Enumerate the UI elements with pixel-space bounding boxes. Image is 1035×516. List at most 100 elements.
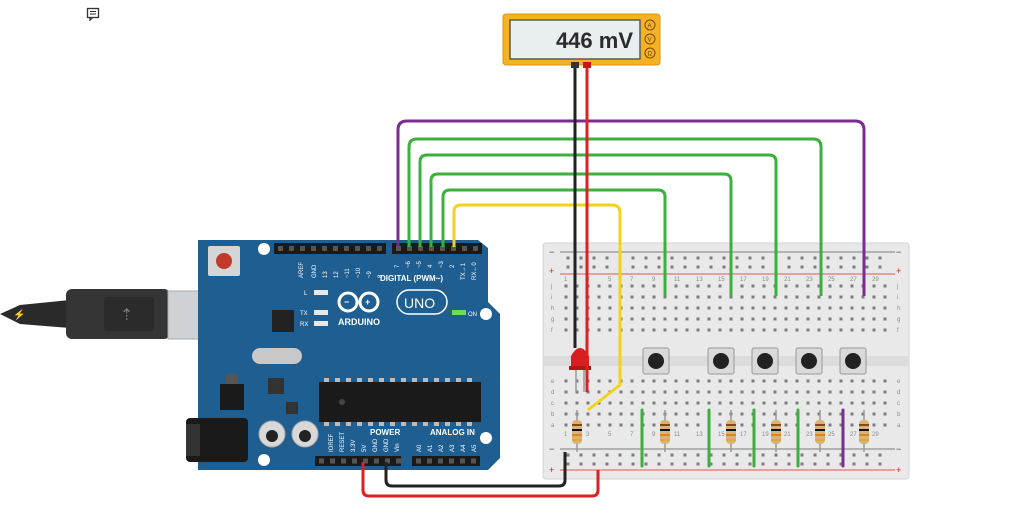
breadboard-hole[interactable] bbox=[762, 423, 766, 427]
rail-hole[interactable] bbox=[787, 453, 791, 457]
breadboard-hole[interactable] bbox=[707, 401, 711, 405]
header-pin[interactable] bbox=[440, 246, 445, 251]
breadboard-hole[interactable] bbox=[663, 317, 667, 321]
rail-hole[interactable] bbox=[800, 462, 804, 466]
rail-hole[interactable] bbox=[865, 256, 869, 260]
rail-hole[interactable] bbox=[865, 265, 869, 269]
breadboard-hole[interactable] bbox=[586, 423, 590, 427]
rail-hole[interactable] bbox=[839, 256, 843, 260]
breadboard-hole[interactable] bbox=[619, 401, 623, 405]
breadboard-hole[interactable] bbox=[564, 328, 568, 332]
header-pin[interactable] bbox=[366, 246, 371, 251]
rail-hole[interactable] bbox=[878, 265, 882, 269]
breadboard-hole[interactable] bbox=[641, 284, 645, 288]
breadboard-hole[interactable] bbox=[751, 295, 755, 299]
rail-hole[interactable] bbox=[696, 462, 700, 466]
rail-hole[interactable] bbox=[774, 462, 778, 466]
breadboard-hole[interactable] bbox=[751, 317, 755, 321]
breadboard-hole[interactable] bbox=[729, 390, 733, 394]
breadboard-hole[interactable] bbox=[861, 379, 865, 383]
breadboard-hole[interactable] bbox=[696, 328, 700, 332]
breadboard-hole[interactable] bbox=[685, 390, 689, 394]
rail-hole[interactable] bbox=[735, 453, 739, 457]
breadboard-hole[interactable] bbox=[795, 328, 799, 332]
breadboard-hole[interactable] bbox=[795, 306, 799, 310]
breadboard-hole[interactable] bbox=[773, 379, 777, 383]
breadboard-hole[interactable] bbox=[817, 295, 821, 299]
breadboard-hole[interactable] bbox=[806, 423, 810, 427]
breadboard-hole[interactable] bbox=[597, 295, 601, 299]
rail-hole[interactable] bbox=[761, 256, 765, 260]
breadboard-hole[interactable] bbox=[795, 295, 799, 299]
header-pin[interactable] bbox=[333, 246, 338, 251]
rail-hole[interactable] bbox=[813, 256, 817, 260]
breadboard-hole[interactable] bbox=[674, 317, 678, 321]
rail-hole[interactable] bbox=[579, 453, 583, 457]
breadboard-hole[interactable] bbox=[630, 390, 634, 394]
rail-hole[interactable] bbox=[748, 462, 752, 466]
breadboard-hole[interactable] bbox=[564, 306, 568, 310]
breadboard-hole[interactable] bbox=[740, 295, 744, 299]
header-pin[interactable] bbox=[416, 458, 421, 464]
rail-hole[interactable] bbox=[670, 462, 674, 466]
breadboard-hole[interactable] bbox=[608, 401, 612, 405]
breadboard-hole[interactable] bbox=[652, 284, 656, 288]
wire-yellow-pin2[interactable] bbox=[452, 203, 622, 412]
breadboard-hole[interactable] bbox=[652, 328, 656, 332]
breadboard-hole[interactable] bbox=[784, 306, 788, 310]
rail-hole[interactable] bbox=[696, 256, 700, 260]
breadboard-hole[interactable] bbox=[674, 379, 678, 383]
breadboard-hole[interactable] bbox=[630, 317, 634, 321]
breadboard-hole[interactable] bbox=[608, 317, 612, 321]
header-pin[interactable] bbox=[355, 246, 360, 251]
breadboard-hole[interactable] bbox=[872, 401, 876, 405]
breadboard-hole[interactable] bbox=[663, 306, 667, 310]
header-pin[interactable] bbox=[278, 246, 283, 251]
breadboard-hole[interactable] bbox=[861, 317, 865, 321]
resistor-button-2[interactable] bbox=[726, 410, 736, 452]
header-pin[interactable] bbox=[374, 458, 379, 464]
mode-button-volt[interactable] bbox=[644, 33, 656, 45]
breadboard-hole[interactable] bbox=[828, 328, 832, 332]
breadboard-hole[interactable] bbox=[641, 390, 645, 394]
breadboard-hole[interactable] bbox=[806, 295, 810, 299]
breadboard-hole[interactable] bbox=[707, 317, 711, 321]
breadboard-hole[interactable] bbox=[839, 379, 843, 383]
breadboard-hole[interactable] bbox=[674, 390, 678, 394]
breadboard-hole[interactable] bbox=[564, 379, 568, 383]
breadboard-hole[interactable] bbox=[872, 284, 876, 288]
breadboard-hole[interactable] bbox=[718, 390, 722, 394]
header-pin[interactable] bbox=[473, 246, 478, 251]
breadboard-hole[interactable] bbox=[740, 317, 744, 321]
header-pin[interactable] bbox=[344, 246, 349, 251]
rail-hole[interactable] bbox=[787, 462, 791, 466]
breadboard-hole[interactable] bbox=[773, 295, 777, 299]
rail-hole[interactable] bbox=[813, 453, 817, 457]
arduino-uno-board[interactable]: AREF GND 13 12 ~11 ~10 ~9 8 7 ~6 ~5 4 ~3… bbox=[186, 240, 500, 470]
rail-hole[interactable] bbox=[826, 256, 830, 260]
rail-hole[interactable] bbox=[709, 462, 713, 466]
breadboard-hole[interactable] bbox=[586, 401, 590, 405]
rail-hole[interactable] bbox=[878, 453, 882, 457]
header-pin[interactable] bbox=[471, 458, 476, 464]
header-pin[interactable] bbox=[322, 246, 327, 251]
breadboard-hole[interactable] bbox=[850, 284, 854, 288]
breadboard-hole[interactable] bbox=[806, 328, 810, 332]
breadboard-hole[interactable] bbox=[586, 412, 590, 416]
breadboard-hole[interactable] bbox=[608, 412, 612, 416]
push-button-2[interactable] bbox=[707, 347, 735, 375]
breadboard-hole[interactable] bbox=[696, 295, 700, 299]
rail-hole[interactable] bbox=[631, 453, 635, 457]
push-button-5[interactable] bbox=[839, 347, 867, 375]
breadboard-hole[interactable] bbox=[652, 401, 656, 405]
breadboard-hole[interactable] bbox=[663, 295, 667, 299]
rail-hole[interactable] bbox=[592, 453, 596, 457]
rail-hole[interactable] bbox=[605, 462, 609, 466]
rail-hole[interactable] bbox=[605, 453, 609, 457]
breadboard-hole[interactable] bbox=[817, 401, 821, 405]
rail-hole[interactable] bbox=[839, 462, 843, 466]
breadboard-hole[interactable] bbox=[685, 284, 689, 288]
breadboard-hole[interactable] bbox=[729, 295, 733, 299]
notes-icon[interactable] bbox=[86, 7, 100, 21]
